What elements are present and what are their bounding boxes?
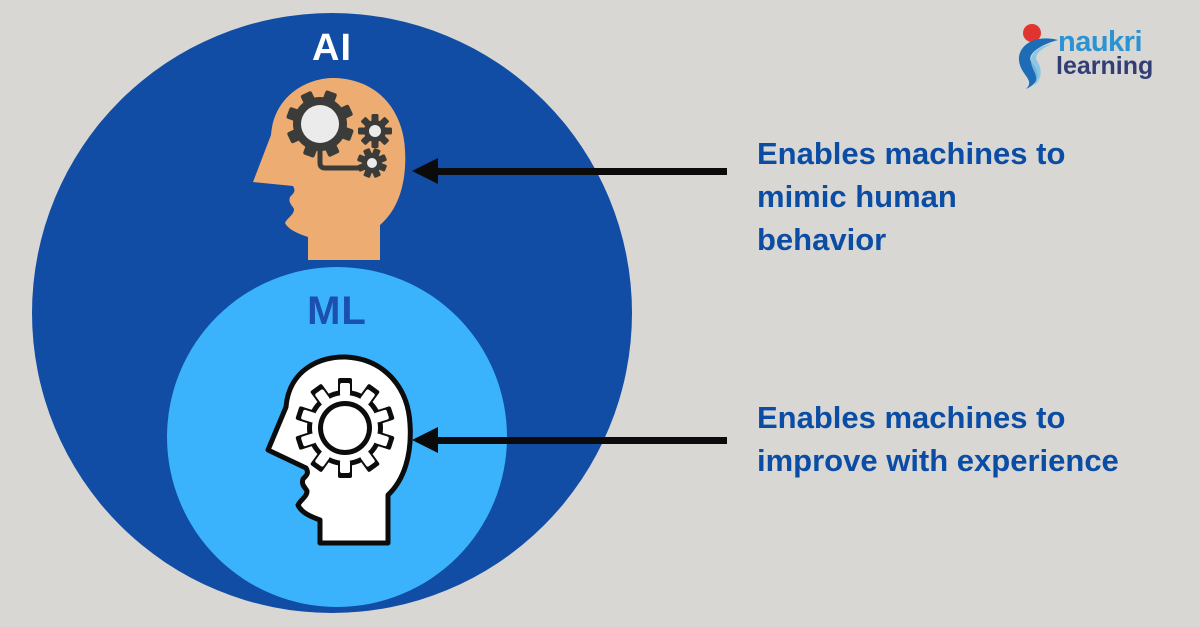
ml-label: ML	[307, 289, 367, 333]
ml-head-gear-icon	[265, 354, 413, 546]
ai-annotation-line: mimic human	[757, 179, 957, 214]
ml-annotation: Enables machines to improve with experie…	[757, 396, 1119, 482]
logo-brand-text: naukri	[1058, 26, 1143, 58]
arrow-to-ml-icon	[412, 427, 727, 453]
naukri-learning-logo: naukri learning	[1012, 18, 1182, 90]
ml-annotation-line: Enables machines to	[757, 400, 1066, 435]
ai-head-gears-icon	[253, 77, 406, 260]
ai-label: AI	[312, 27, 352, 69]
ai-annotation-line: Enables machines to	[757, 136, 1066, 171]
ai-annotation-line: behavior	[757, 222, 887, 257]
arrow-to-ai-icon	[412, 158, 727, 184]
logo-sub-text: learning	[1056, 52, 1154, 80]
ai-annotation: Enables machines to mimic human behavior	[757, 132, 1065, 261]
naukri-swoosh-icon	[1018, 24, 1058, 89]
ml-annotation-line: improve with experience	[757, 443, 1119, 478]
